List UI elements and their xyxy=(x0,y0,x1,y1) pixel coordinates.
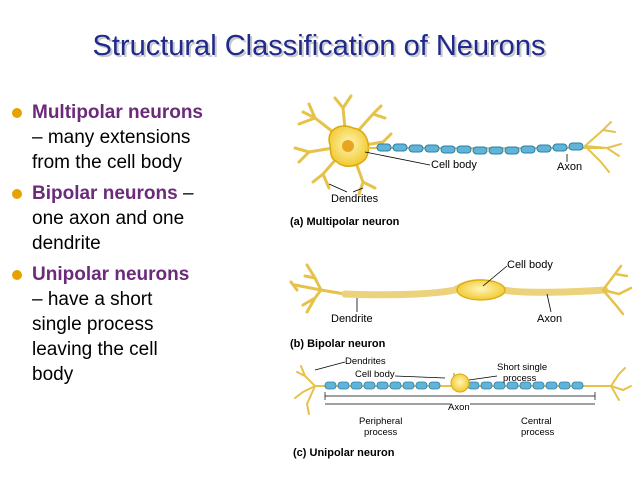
bullet-bipolar: Bipolar neurons – one axon and one dendr… xyxy=(8,181,293,256)
label-axon-b: Axon xyxy=(537,313,562,325)
label-peripheral-1: Peripheral xyxy=(359,416,402,427)
bullet-line: single process xyxy=(32,314,154,335)
myelin-sheath-icon xyxy=(324,381,584,390)
label-short-process-1: Short single xyxy=(497,362,547,373)
dendrite-icon xyxy=(289,263,347,314)
bullet-dot-icon xyxy=(12,108,22,118)
label-axon-c: Axon xyxy=(448,402,470,413)
bullet-dash: – xyxy=(177,183,194,204)
bullet-line: – have a short xyxy=(32,289,153,310)
axon-terminal-icon xyxy=(584,121,622,173)
cell-body-icon xyxy=(456,279,506,301)
label-cell-body-a: Cell body xyxy=(431,159,477,171)
bullet-multipolar: Multipolar neurons – many extensions fro… xyxy=(8,100,293,175)
dendrites-icon xyxy=(294,365,316,415)
slide-title: Structural Classification of Neurons xyxy=(92,30,546,62)
axon-terminal-icon xyxy=(601,264,633,316)
label-central-2: process xyxy=(521,427,555,438)
bullet-unipolar: Unipolar neurons – have a short single p… xyxy=(8,262,293,387)
caption-unipolar: (c) Unipolar neuron xyxy=(293,447,395,459)
bullet-line: leaving the cell xyxy=(32,339,158,360)
caption-multipolar: (a) Multipolar neuron xyxy=(290,216,400,228)
bipolar-neuron: Cell body Dendrite Axon (b) Bipolar neur… xyxy=(289,259,633,350)
label-cell-body-b: Cell body xyxy=(507,259,553,271)
label-peripheral-2: process xyxy=(364,427,398,438)
nucleus-icon xyxy=(342,140,354,152)
multipolar-neuron: Cell body Axon Dendrites (a) Multipolar … xyxy=(290,94,622,228)
bullet-line: – many extensions xyxy=(32,127,191,148)
bullet-dot-icon xyxy=(12,189,22,199)
label-dendrite-b: Dendrite xyxy=(331,313,373,325)
label-short-process-2: process xyxy=(503,373,537,384)
unipolar-neuron: Dendrites Cell body Short single process… xyxy=(293,356,632,459)
bullet-line: dendrite xyxy=(32,233,101,254)
bullet-term: Multipolar neurons xyxy=(32,102,203,123)
bullet-line: body xyxy=(32,364,74,385)
label-cell-body-c: Cell body xyxy=(355,369,395,380)
cell-body-icon xyxy=(450,373,470,393)
bullet-list: Multipolar neurons – many extensions fro… xyxy=(8,100,293,393)
neuron-diagram: Cell body Axon Dendrites (a) Multipolar … xyxy=(289,94,633,459)
bullet-line: from the cell body xyxy=(32,152,182,173)
bullet-dot-icon xyxy=(12,270,22,280)
label-central-1: Central xyxy=(521,416,552,427)
bullet-term: Unipolar neurons xyxy=(32,264,190,285)
dendrites-icon xyxy=(293,94,393,196)
label-dendrites-a: Dendrites xyxy=(331,193,379,205)
label-axon-a: Axon xyxy=(557,161,582,173)
caption-bipolar: (b) Bipolar neuron xyxy=(290,338,386,350)
axon-myelin-icon xyxy=(367,142,605,155)
bullet-term: Bipolar neurons xyxy=(32,183,178,204)
label-dendrites-c: Dendrites xyxy=(345,356,386,367)
bullet-line: one axon and one xyxy=(32,208,185,229)
axon-terminal-icon xyxy=(610,367,632,401)
